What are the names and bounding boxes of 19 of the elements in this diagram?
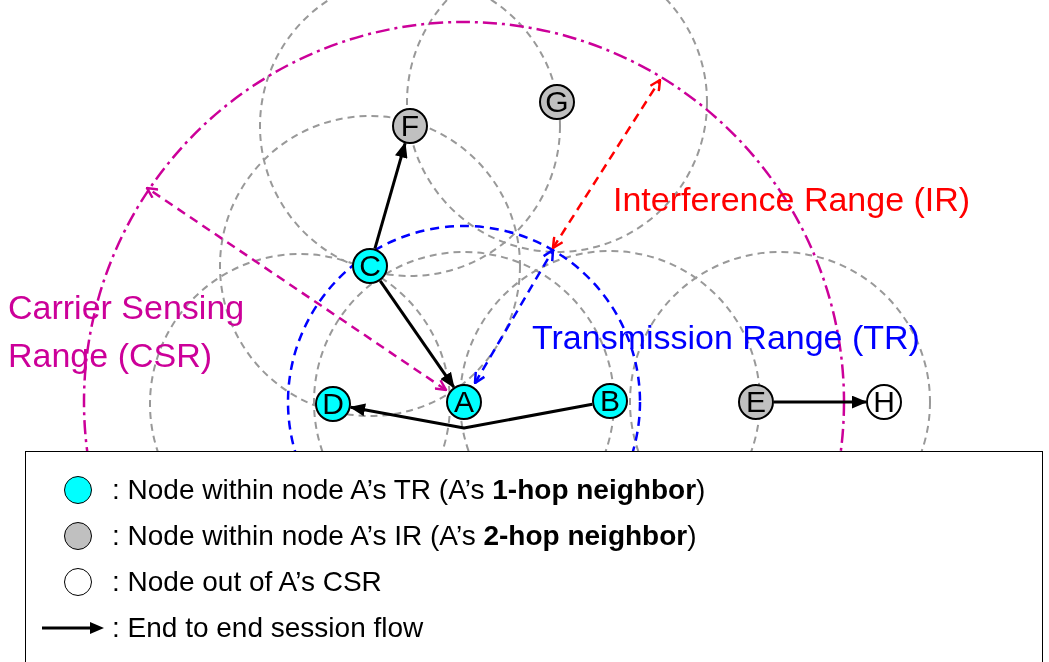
network-node: H bbox=[866, 384, 902, 420]
network-node: B bbox=[592, 383, 628, 419]
network-node: G bbox=[539, 84, 575, 120]
range-label: Transmission Range (TR) bbox=[532, 317, 920, 358]
arrow bbox=[349, 402, 593, 430]
network-node: C bbox=[352, 248, 388, 284]
range-label: Carrier Sensing Range (CSR) bbox=[8, 287, 246, 376]
legend-text: : Node within node A’s TR (A’s 1-hop neighbor) bbox=[112, 473, 706, 507]
network-node: A bbox=[446, 384, 482, 420]
legend-text: : Node within node A’s IR (A’s 2-hop neighbor) bbox=[112, 519, 697, 553]
network-node: D bbox=[315, 386, 351, 422]
arrow bbox=[774, 395, 868, 409]
legend-text: : End to end session flow bbox=[112, 611, 424, 645]
network-node: E bbox=[738, 384, 774, 420]
arrow bbox=[373, 142, 408, 250]
network-node: F bbox=[392, 108, 428, 144]
legend-text: : Node out of A’s CSR bbox=[112, 565, 382, 599]
range-label: Interference Range (IR) bbox=[613, 179, 971, 220]
arrow bbox=[378, 279, 456, 389]
